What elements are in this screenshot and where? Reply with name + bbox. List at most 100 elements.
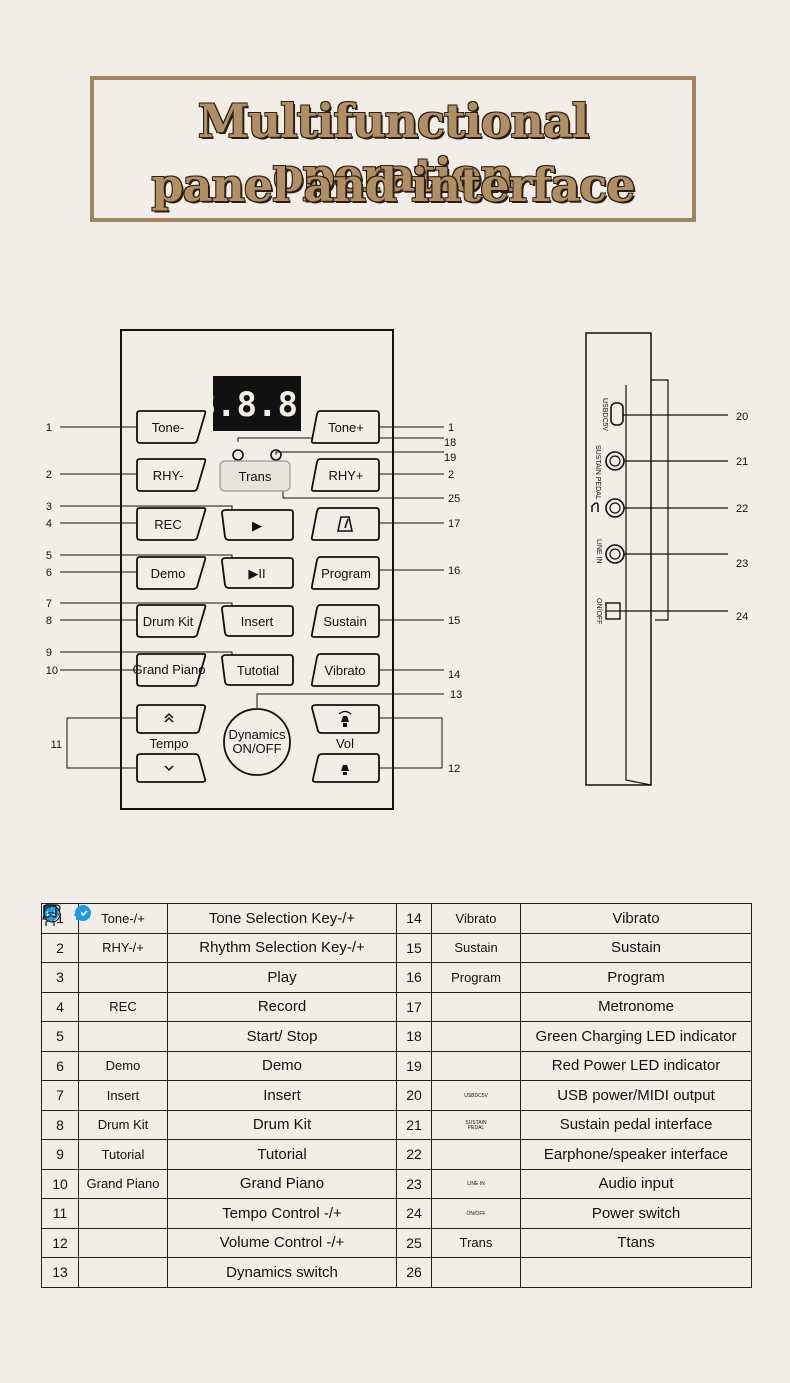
legend-description: Ttans bbox=[520, 1227, 752, 1258]
vibrato-button[interactable] bbox=[310, 653, 380, 687]
callout-20: 20 bbox=[736, 411, 748, 423]
legend-number: 8 bbox=[41, 1109, 79, 1140]
legend-number: 12 bbox=[41, 1227, 79, 1258]
legend-key bbox=[42, 904, 168, 1229]
legend-description: Power switch bbox=[520, 1198, 752, 1229]
callout-15: 15 bbox=[448, 615, 460, 627]
led-display bbox=[213, 376, 301, 431]
line-in-jack bbox=[605, 544, 625, 564]
dynamics-label-1: Dynamics bbox=[228, 727, 286, 742]
legend-description: Vibrato bbox=[520, 903, 752, 934]
sustain-jack-icon: SUSTAIN PEDAL bbox=[42, 903, 491, 1131]
legend-number: 17 bbox=[396, 991, 432, 1022]
vibrato-label: Vibrato bbox=[325, 663, 366, 678]
tempo-label: Tempo bbox=[149, 736, 188, 751]
volume-down-icon bbox=[341, 765, 349, 775]
legend-description: Dynamics switch bbox=[167, 1257, 397, 1288]
onoff-label: ON/OFF bbox=[595, 598, 602, 624]
red-power-led bbox=[270, 449, 282, 461]
legend-description: Audio input bbox=[520, 1168, 752, 1199]
legend-key: SUSTAIN PEDAL bbox=[42, 903, 521, 1140]
legend-number: 19 bbox=[396, 1050, 432, 1081]
callout-22: 22 bbox=[736, 503, 748, 515]
legend-number: 9 bbox=[41, 1139, 79, 1170]
rec-label: REC bbox=[154, 517, 181, 532]
sustain-jack bbox=[605, 451, 625, 471]
metronome-icon bbox=[337, 516, 353, 532]
line-in-jack-icon: LINE IN bbox=[42, 903, 485, 1187]
grand-piano-label: Grand Piano bbox=[133, 662, 206, 677]
legend-key: REC bbox=[78, 991, 168, 1022]
callout-9: 9 bbox=[46, 647, 52, 659]
legend-description bbox=[520, 1257, 752, 1288]
legend-key bbox=[43, 904, 168, 993]
tempo-up-button[interactable] bbox=[136, 704, 207, 734]
title-line-1: Multifunctional operation bbox=[197, 94, 589, 202]
tone-plus-button[interactable] bbox=[310, 410, 380, 444]
headphone-jack bbox=[605, 498, 625, 518]
play-button[interactable] bbox=[221, 509, 294, 541]
callout-24: 24 bbox=[736, 611, 748, 623]
rec-button[interactable] bbox=[136, 507, 207, 541]
sustain-label: Sustain bbox=[323, 614, 366, 629]
callout-14: 14 bbox=[448, 669, 460, 681]
demo-button[interactable] bbox=[136, 556, 207, 590]
legend-number: 5 bbox=[41, 1021, 79, 1052]
line-in-label: LINE IN bbox=[595, 539, 602, 564]
legend-key: LINE IN bbox=[42, 903, 521, 1199]
legend-description: Grand Piano bbox=[167, 1168, 397, 1199]
callout-1-left: 1 bbox=[46, 422, 52, 434]
drum-kit-button[interactable] bbox=[136, 604, 207, 638]
chevron-up-double-icon bbox=[164, 712, 174, 723]
tone-minus-button[interactable] bbox=[136, 410, 207, 444]
tone-plus-label: Tone+ bbox=[328, 420, 364, 435]
callout-17: 17 bbox=[448, 518, 460, 530]
callout-4: 4 bbox=[46, 518, 52, 530]
title-line-2: panel and interface bbox=[151, 158, 635, 212]
callout-13: 13 bbox=[450, 689, 462, 701]
panel-diagram: 8.8.8. 1 2 3 4 5 6 7 8 9 10 11 1 18 19 bbox=[46, 329, 748, 810]
legend-description: Tempo Control -/+ bbox=[167, 1198, 397, 1229]
dynamics-button[interactable] bbox=[223, 708, 291, 776]
grand-piano-button[interactable] bbox=[136, 653, 207, 687]
start-stop-button[interactable] bbox=[221, 557, 294, 589]
rhy-minus-button[interactable] bbox=[136, 458, 207, 492]
legend-description: Record bbox=[167, 991, 397, 1022]
insert-label: Insert bbox=[241, 614, 274, 629]
legend-number: 18 bbox=[396, 1021, 432, 1052]
metronome-button[interactable] bbox=[310, 507, 380, 541]
legend-key: Grand Piano bbox=[78, 1168, 168, 1199]
program-button[interactable] bbox=[310, 556, 380, 590]
trans-button[interactable] bbox=[219, 460, 291, 492]
side-view bbox=[585, 332, 728, 786]
legend-key: RHY-/+ bbox=[78, 932, 168, 963]
callout-18: 18 bbox=[444, 437, 456, 449]
legend-description: Tone Selection Key-/+ bbox=[167, 903, 397, 934]
tutotial-button[interactable] bbox=[221, 654, 294, 686]
legend-description: Drum Kit bbox=[167, 1109, 397, 1140]
legend-description: Sustain bbox=[520, 932, 752, 963]
sustain-button[interactable] bbox=[310, 604, 380, 638]
rhy-minus-label: RHY- bbox=[153, 468, 184, 483]
legend-number: 14 bbox=[396, 903, 432, 934]
start-stop-icon: ▶II bbox=[248, 566, 265, 581]
legend-key: Vibrato bbox=[431, 903, 521, 934]
legend-key bbox=[43, 905, 168, 1288]
rhy-plus-button[interactable] bbox=[310, 458, 380, 492]
demo-label: Demo bbox=[151, 566, 186, 581]
legend-key bbox=[42, 904, 168, 1052]
insert-button[interactable] bbox=[221, 605, 294, 637]
usb-label: USBDC5V bbox=[601, 398, 608, 431]
legend-key bbox=[43, 906, 521, 1052]
callout-21: 21 bbox=[736, 456, 748, 468]
rhy-plus-label: RHY+ bbox=[328, 468, 363, 483]
legend-key bbox=[42, 903, 521, 1170]
